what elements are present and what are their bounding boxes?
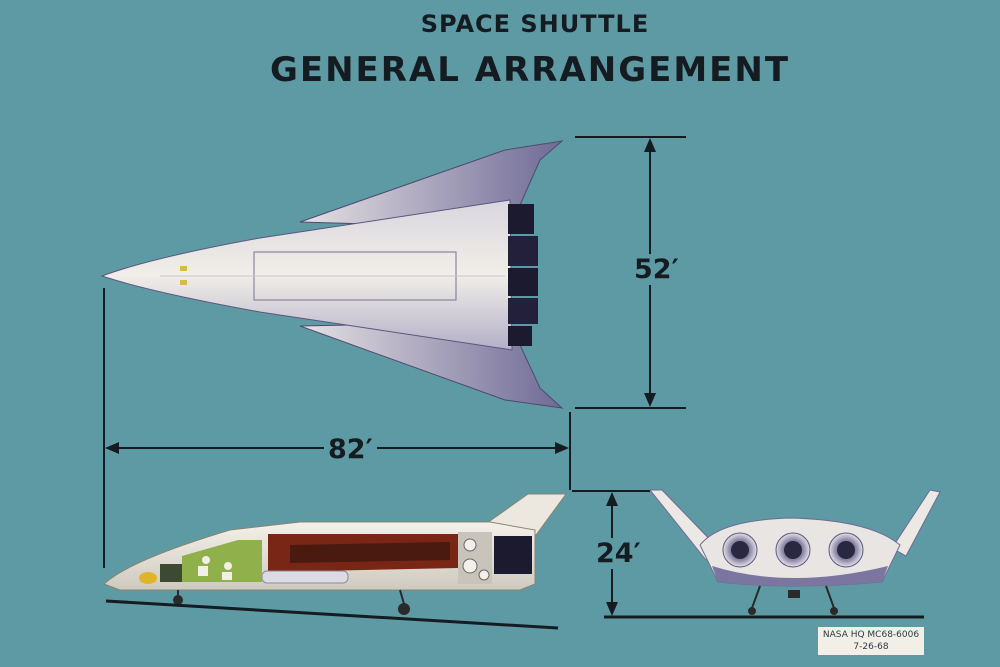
rear-view-nozzle-throat [731,541,749,559]
side-view-pump [463,538,477,552]
arrowhead-up-icon [644,138,656,152]
rear-view-gear-strut [751,585,761,609]
side-view-avionics-bay [160,564,182,582]
side-view-cutaway [103,493,567,630]
rear-view-right-fin [891,489,941,557]
side-view-payload-cylinder [261,570,349,584]
rear-view-orbiter [604,489,941,619]
rear-view-wheel [748,607,756,615]
side-view-engine-nozzle [494,536,532,574]
length-dimension-label: 82′ [324,434,377,465]
crew-figure [202,556,210,564]
side-view-nose-wheel [173,595,183,605]
arrowhead-left-icon [105,442,119,454]
crew-seat [222,572,232,580]
side-view-payload [290,542,450,563]
side-view-main-wheel [398,603,410,615]
top-view-window [180,280,187,285]
title-space-shuttle: SPACE SHUTTLE [420,10,650,38]
side-view-main-gear-strut [399,589,405,605]
top-view-orbiter [100,140,564,409]
top-view-window [180,266,187,271]
arrowhead-right-icon [555,442,569,454]
top-view-engine-nozzle [508,204,534,234]
catalog-date: 7-26-68 [853,642,889,652]
top-view-engine-cluster [508,204,538,346]
top-view-engine-nozzle [508,268,538,296]
side-view-ground-line [105,599,559,630]
side-view-nose-tank [139,572,157,584]
rear-view-underside [712,566,888,586]
height-dimension-label: 24′ [592,538,645,569]
arrowhead-down-icon [606,602,618,616]
span-dimension-label: 52′ [630,254,683,285]
rear-view-nose-gear [788,590,800,598]
title-general-arrangement: GENERAL ARRANGEMENT [269,50,791,90]
top-view-engine-nozzle [508,236,538,266]
rear-view-gear-strut [825,585,835,609]
arrowhead-up-icon [606,492,618,506]
rear-view-nozzle-throat [837,541,855,559]
rear-view-wheel [830,607,838,615]
arrowhead-down-icon [644,393,656,407]
crew-figure [224,562,232,570]
top-view-engine-nozzle [508,326,532,346]
catalog-label: NASA HQ MC68-6006 7-26-68 [818,627,924,655]
rear-view-nozzle-throat [784,541,802,559]
top-view-engine-nozzle [508,298,538,324]
catalog-id: NASA HQ MC68-6006 [822,630,920,640]
crew-seat [198,566,208,576]
side-view-pump [478,569,490,581]
side-view-pump [462,558,478,574]
